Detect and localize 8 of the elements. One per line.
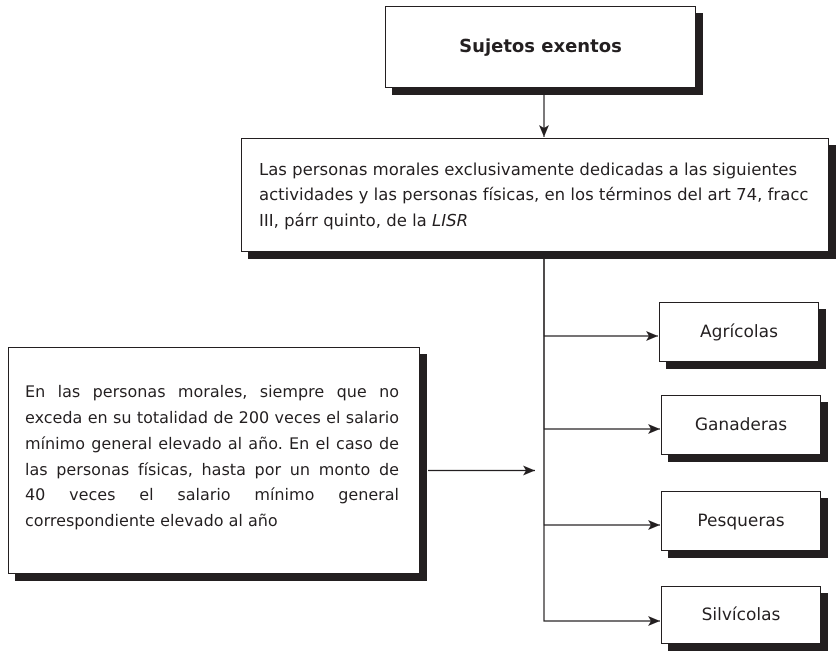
- node-text: En las personas morales, siempre que no exceda en su totalidad de 200 veces el salario mínimo general elevado al año. En el caso de las personas físicas, hasta por un monto de 40 veces el salario mínimo general correspondiente elevado al año: [25, 380, 399, 532]
- node-text: Agrícolas: [699, 322, 779, 342]
- arrow: [543, 259, 660, 626]
- node-text: Ganaderas: [694, 414, 788, 436]
- node-text: Silvícolas: [700, 604, 782, 626]
- node-text: Pesqueras: [696, 510, 786, 532]
- node-text: Las personas morales exclusivamente dedicadas a las siguientes actividades y las personas físicas, en los términos del art 74, fracc III, párr quinto, de la LISR: [259, 158, 810, 232]
- title-text: Sujetos exentos: [458, 35, 623, 59]
